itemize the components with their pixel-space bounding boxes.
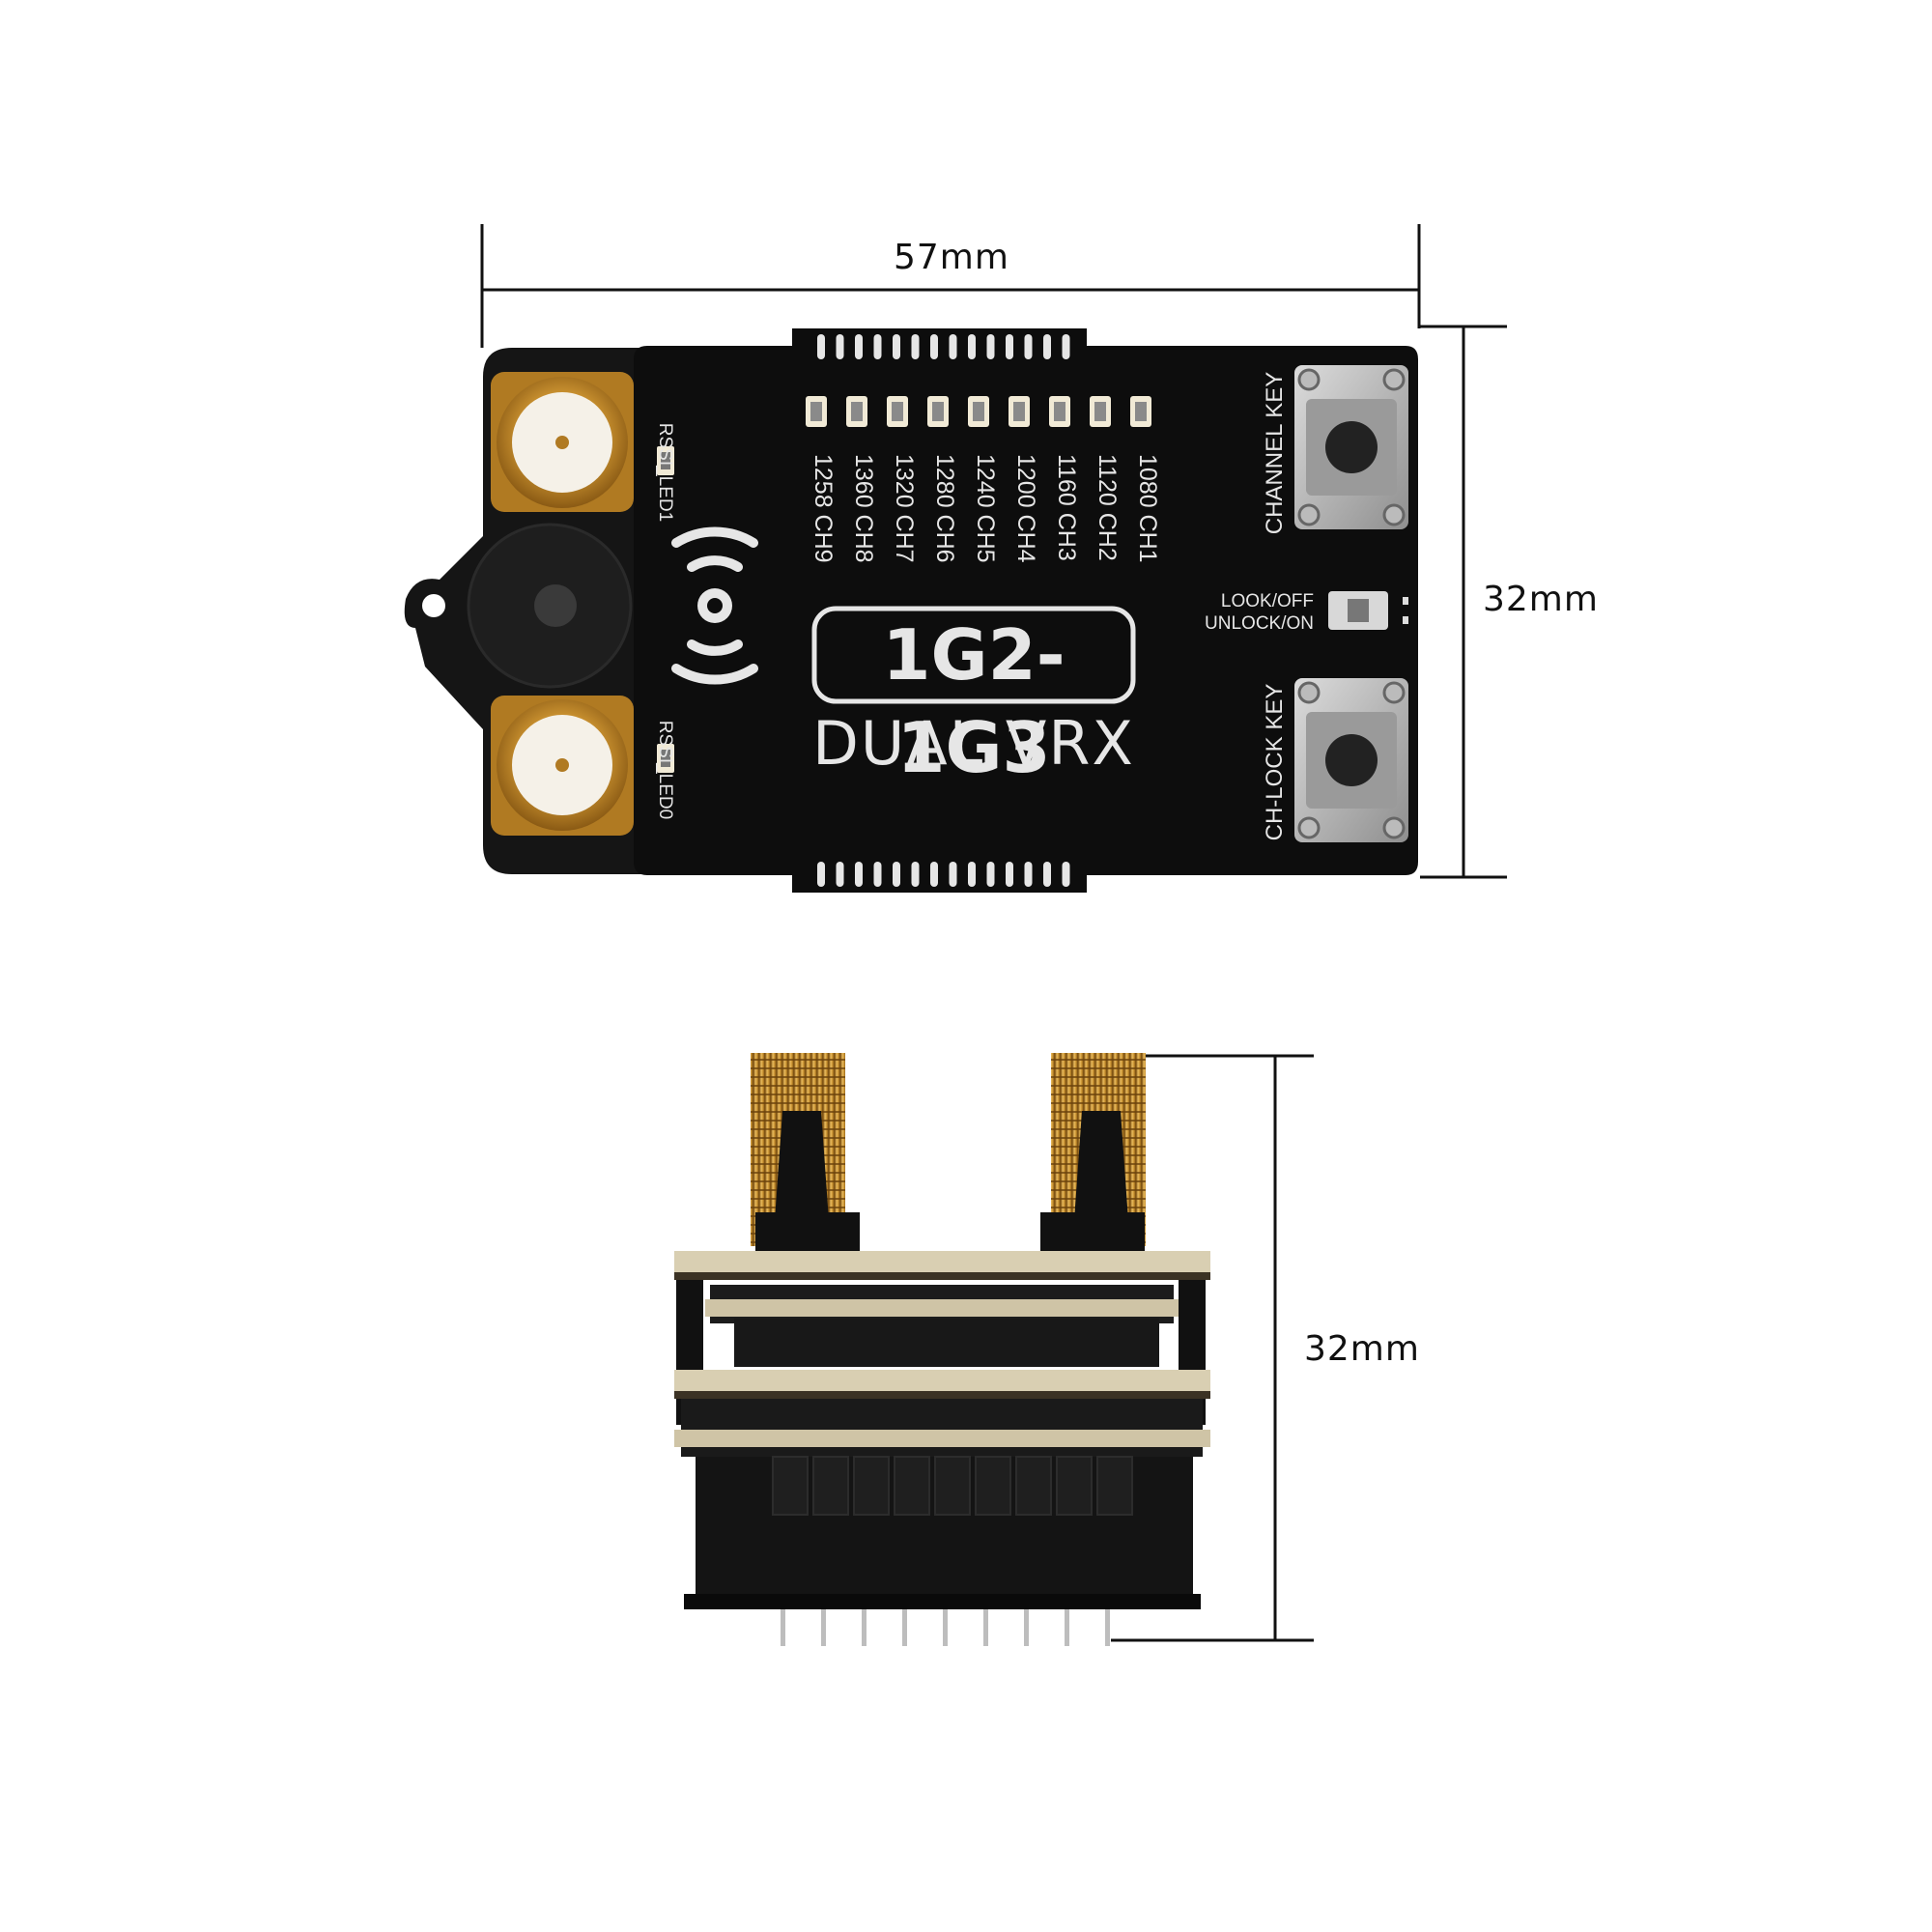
header-pin: [855, 334, 863, 359]
channel-led: [887, 396, 908, 427]
height-dimension-label-top: 32mm: [1483, 580, 1599, 619]
header-pin: [911, 862, 920, 887]
channel-key-label: CHANNEL KEY: [1262, 371, 1288, 535]
module-pin: [821, 1609, 826, 1646]
channel-led: [806, 396, 827, 427]
header-pin: [1024, 862, 1033, 887]
side-view-module: [674, 1053, 1210, 1646]
channel-led: [1090, 396, 1111, 427]
header-pin: [855, 862, 863, 887]
module-cell: [975, 1456, 1011, 1516]
channel-label: 1080 CH1: [1134, 454, 1161, 563]
wireless-icon: [671, 526, 758, 685]
lock-label-line1: LOOK/OFF: [1220, 591, 1314, 611]
rssi-led1: [657, 446, 674, 475]
channel-led-row: [806, 396, 1151, 427]
model-badge: [811, 606, 1136, 704]
channel-label: 1160 CH3: [1053, 454, 1080, 561]
channel-label: 1200 CH4: [1012, 454, 1039, 563]
sma-connector-top: [491, 372, 634, 512]
module-cell: [1056, 1456, 1093, 1516]
height-dimension-label-side: 32mm: [1304, 1329, 1420, 1369]
header-pin: [1043, 334, 1051, 359]
module-cell: [853, 1456, 890, 1516]
header-pin: [1024, 334, 1033, 359]
rssi-led0-label: RSSI_LED0: [655, 720, 676, 820]
module-cell: [1096, 1456, 1133, 1516]
header-pin: [986, 862, 995, 887]
header-pin: [893, 334, 900, 359]
rssi-led0: [657, 744, 674, 773]
lock-label-line2: UNLOCK/ON: [1205, 613, 1314, 634]
module-pin: [781, 1609, 785, 1646]
ch-lock-key-label: CH-LOCK KEY: [1262, 683, 1288, 841]
channel-label: 1120 CH2: [1094, 454, 1121, 561]
header-pin: [911, 334, 920, 359]
rssi-led1-label: RSSI_LED1: [655, 422, 676, 523]
header-pin: [1006, 334, 1013, 359]
channel-led: [1130, 396, 1151, 427]
header-pin: [1006, 862, 1013, 887]
channel-led: [968, 396, 989, 427]
module-cell: [934, 1456, 971, 1516]
width-dimension-label: 57mm: [894, 238, 1009, 277]
width-dimension: [480, 224, 1421, 348]
header-pins-bottom: [817, 862, 1070, 887]
product-subtitle: DUAL VRX: [812, 708, 1135, 779]
module-pin: [862, 1609, 867, 1646]
channel-label: 1320 CH7: [891, 454, 918, 563]
module-cell: [894, 1456, 930, 1516]
channel-label: 1258 CH9: [810, 454, 837, 563]
header-pin: [1043, 862, 1051, 887]
model-title: 1G2-1G3: [882, 614, 1065, 788]
height-dimension-top: [1420, 325, 1507, 879]
header-pin: [817, 334, 825, 359]
header-pin: [873, 334, 882, 359]
header-pin: [873, 862, 882, 887]
header-pin: [836, 862, 844, 887]
module-pin: [983, 1609, 988, 1646]
header-pin: [1062, 862, 1070, 887]
channel-key-button[interactable]: [1294, 365, 1408, 529]
channel-label: 1240 CH5: [972, 454, 999, 563]
header-pin: [930, 334, 938, 359]
module-cell: [1015, 1456, 1052, 1516]
channel-led: [846, 396, 867, 427]
header-pin: [893, 862, 900, 887]
module-pin: [1024, 1609, 1029, 1646]
header-pin: [836, 334, 844, 359]
module-pin: [902, 1609, 907, 1646]
lock-led: [1328, 591, 1408, 630]
header-pin: [949, 862, 957, 887]
header-pins-top: [817, 334, 1070, 359]
header-pin: [1062, 334, 1070, 359]
module-pin: [943, 1609, 948, 1646]
channel-led: [1049, 396, 1070, 427]
ch-lock-key-button[interactable]: [1294, 678, 1408, 842]
module-cell: [772, 1456, 809, 1516]
sma-connector-bottom: [491, 696, 634, 836]
module-cell: [812, 1456, 849, 1516]
header-pin: [949, 334, 957, 359]
header-pin: [817, 862, 825, 887]
header-pin: [986, 334, 995, 359]
channel-label: 1360 CH8: [850, 454, 877, 563]
module-pin: [1065, 1609, 1069, 1646]
channel-led: [1009, 396, 1030, 427]
header-pin: [968, 862, 976, 887]
module-pin: [1105, 1609, 1110, 1646]
channel-led: [927, 396, 949, 427]
header-pin: [930, 862, 938, 887]
header-pin: [968, 334, 976, 359]
channel-label: 1280 CH6: [931, 454, 958, 563]
